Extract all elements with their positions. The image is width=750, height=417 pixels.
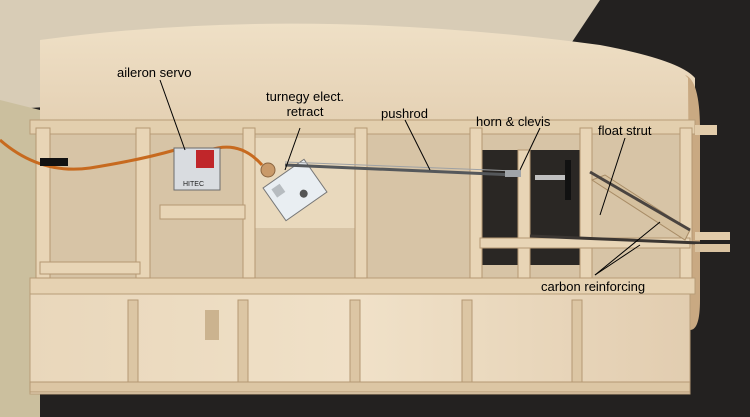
rib — [517, 149, 531, 279]
strut-tube-end — [695, 125, 717, 135]
strut-tube-end — [695, 244, 730, 252]
label-aileron-servo: aileron servo — [117, 65, 192, 80]
strut-tube-end — [695, 232, 730, 240]
rib — [679, 127, 693, 279]
retract-unit — [262, 158, 328, 222]
rib — [35, 127, 51, 279]
rib — [354, 127, 368, 279]
pointer-line-carbon — [594, 221, 661, 276]
pointer-line-pushrod — [404, 119, 431, 171]
pointer-line-horn — [519, 127, 541, 171]
rib — [469, 127, 483, 279]
pointer-line-servo — [159, 79, 186, 151]
pushrod-highlight — [284, 161, 516, 172]
horn-base — [565, 160, 571, 200]
pointer-line-carbon — [594, 244, 641, 276]
servo-brand-label: HITEC — [183, 181, 204, 188]
label-float-strut: float strut — [598, 123, 652, 138]
aileron-rib — [237, 299, 249, 389]
label-retract: turnegy elect. retract — [266, 89, 345, 120]
servo-output-arm — [196, 150, 214, 168]
label-horn-clevis: horn & clevis — [476, 114, 551, 129]
wire-connector — [40, 158, 68, 166]
cross-brace — [39, 261, 141, 275]
rib — [135, 127, 151, 279]
carbon-rod — [529, 234, 701, 245]
label-retract-line1: turnegy elect. — [266, 89, 345, 104]
label-carbon-reinforcing: carbon reinforcing — [541, 279, 646, 294]
aileron-rib — [461, 299, 473, 389]
pointer-line-strut — [599, 137, 626, 216]
wing-top-sheeting — [40, 23, 695, 129]
rib — [242, 127, 256, 279]
servo-mount — [159, 204, 246, 220]
trailing-edge — [29, 381, 691, 393]
aileron-horn-block — [205, 310, 219, 340]
horn — [535, 175, 570, 180]
carbon-rod — [589, 170, 691, 232]
retract-motor — [260, 162, 276, 178]
aileron-rib — [571, 299, 583, 389]
rib — [579, 127, 593, 279]
pointer-line-retract — [284, 127, 301, 171]
label-retract-line2: retract — [286, 103, 324, 119]
aileron-rib — [127, 299, 139, 389]
clevis — [505, 170, 521, 177]
servo-wire — [0, 138, 176, 171]
pushrod — [284, 163, 516, 177]
aileron-rib — [349, 299, 361, 389]
label-pushrod: pushrod — [381, 106, 428, 121]
